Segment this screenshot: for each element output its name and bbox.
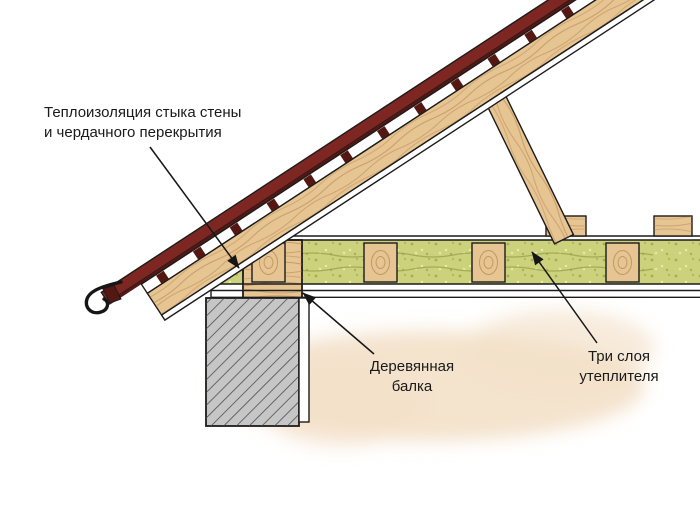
- joist-rings: [371, 250, 390, 275]
- leader-arrow-beam: [302, 292, 375, 355]
- background-watermark: [215, 310, 655, 447]
- label-junction-line2: и чердачного перекрытия: [44, 124, 222, 141]
- joist-rings: [613, 250, 632, 275]
- joist-rings: [375, 256, 386, 269]
- floor-joist: [363, 242, 398, 283]
- attic-floor: [210, 235, 700, 299]
- joist-rings: [617, 256, 628, 269]
- roofing-edge: [107, 0, 700, 305]
- joist-rings: [483, 256, 494, 269]
- wall-finish-strip: [298, 297, 310, 423]
- watermark-blob: [465, 310, 655, 386]
- brace-grain: [479, 79, 574, 244]
- gutter-hook-icon: [84, 280, 123, 315]
- block-grain: [654, 216, 692, 236]
- roof-underlay-board: [160, 0, 700, 322]
- floor-joist: [605, 242, 640, 283]
- label-beam-line2: балка: [392, 378, 433, 395]
- wall-hatch: [206, 298, 299, 426]
- rafter-grain: [147, 0, 700, 316]
- joist-body: [471, 242, 506, 283]
- leader-arrow-junction: [149, 146, 240, 269]
- label-junction-line1: Теплоизоляция стыка стены: [44, 104, 241, 121]
- support-block: [653, 215, 693, 237]
- joist-body: [363, 242, 398, 283]
- joist-rings: [263, 256, 274, 269]
- truss-brace: [478, 79, 575, 245]
- joist-rings: [479, 250, 498, 275]
- floor-joist: [471, 242, 506, 283]
- roof-assembly: [100, 0, 700, 322]
- batten-texture: [141, 0, 700, 294]
- label-insulation-line1: Три слоя: [588, 348, 650, 365]
- label-insulation-line2: утеплителя: [579, 368, 658, 385]
- label-beam-line1: Деревянная: [370, 358, 454, 375]
- wall: [205, 297, 310, 427]
- leader-arrow-insulation: [531, 251, 598, 344]
- joist-body: [605, 242, 640, 283]
